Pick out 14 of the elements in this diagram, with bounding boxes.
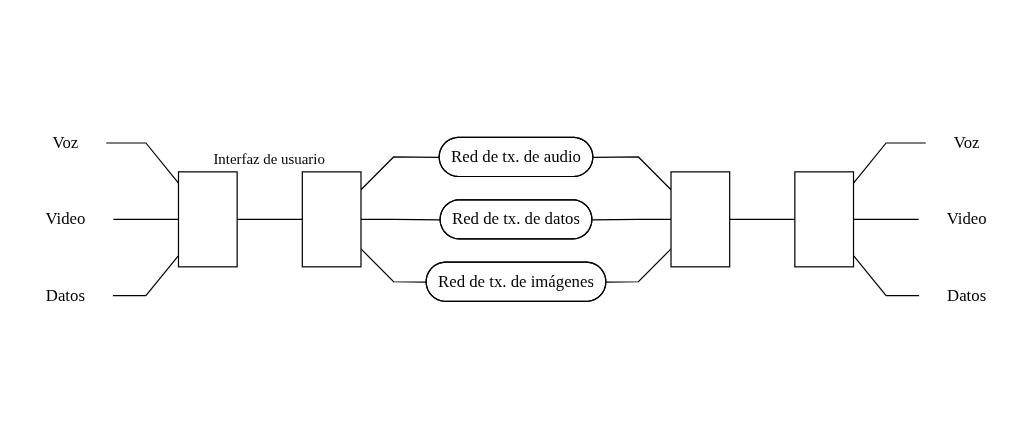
connector [591,218,672,221]
node-text: Datos [45,286,85,305]
node-bar [177,171,238,268]
node-text: Video [946,209,987,229]
node-bar [670,171,731,268]
bar-caption: Interfaz de usuario [213,151,325,168]
node-bar [794,171,855,268]
node-bar [301,171,362,268]
node-text: Voz [953,133,980,152]
node-text: Datos [947,286,987,305]
node-text: Voz [52,133,79,152]
connector [605,248,672,283]
connector [592,156,672,191]
node-text: Video [45,209,86,229]
